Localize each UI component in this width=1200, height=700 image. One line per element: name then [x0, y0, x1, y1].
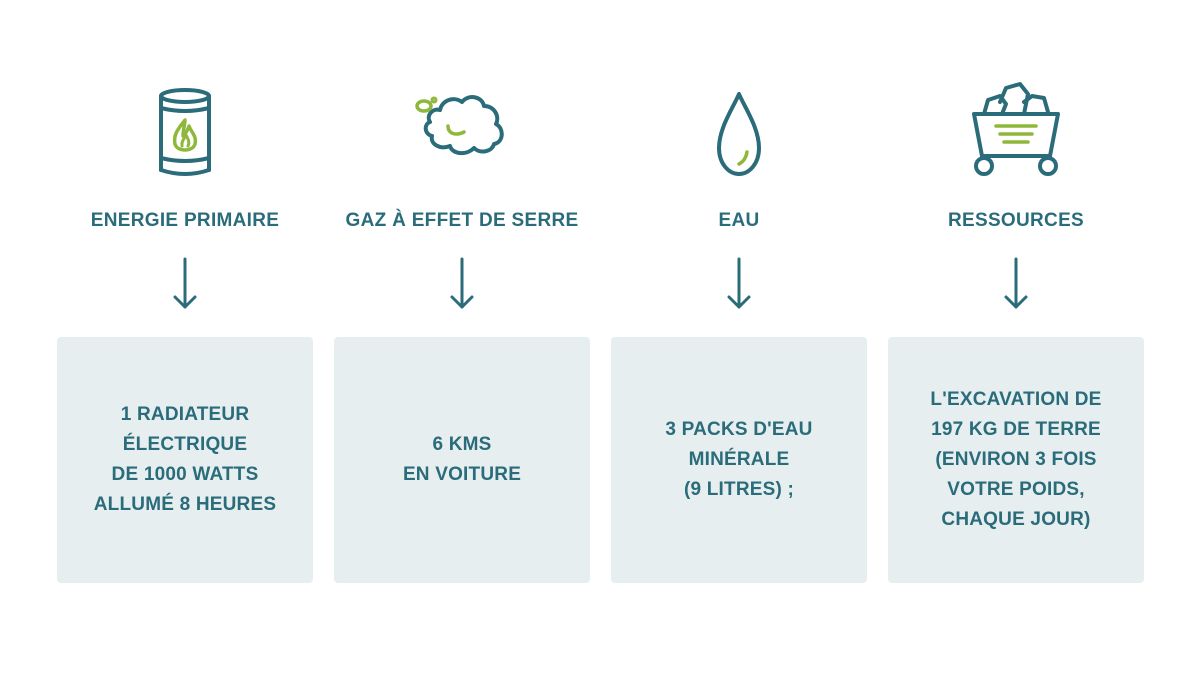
info-box: 1 RADIATEUR ÉLECTRIQUE DE 1000 WATTS ALL…: [57, 337, 313, 583]
info-box-text: 6 KMS EN VOITURE: [402, 434, 522, 485]
info-box-text: 3 PACKS D'EAU MINÉRALE (9 LITRES) ;: [665, 419, 813, 500]
info-box-text: L'EXCAVATION DE 197 KG DE TERRE (ENVIRON…: [930, 389, 1102, 530]
smoke-cloud-icon: [412, 72, 512, 182]
column-title: EAU: [718, 210, 760, 231]
info-box: 3 PACKS D'EAU MINÉRALE (9 LITRES) ;: [611, 337, 867, 583]
info-box: 6 KMS EN VOITURE: [334, 337, 590, 583]
info-box-text: 1 RADIATEUR ÉLECTRIQUE DE 1000 WATTS ALL…: [93, 404, 277, 515]
arrow-down-icon: [446, 255, 478, 313]
info-box: L'EXCAVATION DE 197 KG DE TERRE (ENVIRON…: [888, 337, 1144, 583]
column-title: ENERGIE PRIMAIRE: [90, 210, 280, 231]
column-title: RESSOURCES: [947, 210, 1085, 231]
arrow-down-icon: [723, 255, 755, 313]
arrow-down-icon: [1000, 255, 1032, 313]
arrow-down-icon: [169, 255, 201, 313]
water-drop-icon: [689, 72, 789, 182]
column-title: GAZ À EFFET DE SERRE: [345, 210, 579, 231]
mine-cart-icon: [966, 72, 1066, 182]
fuel-barrel-flame-icon: [135, 72, 235, 182]
